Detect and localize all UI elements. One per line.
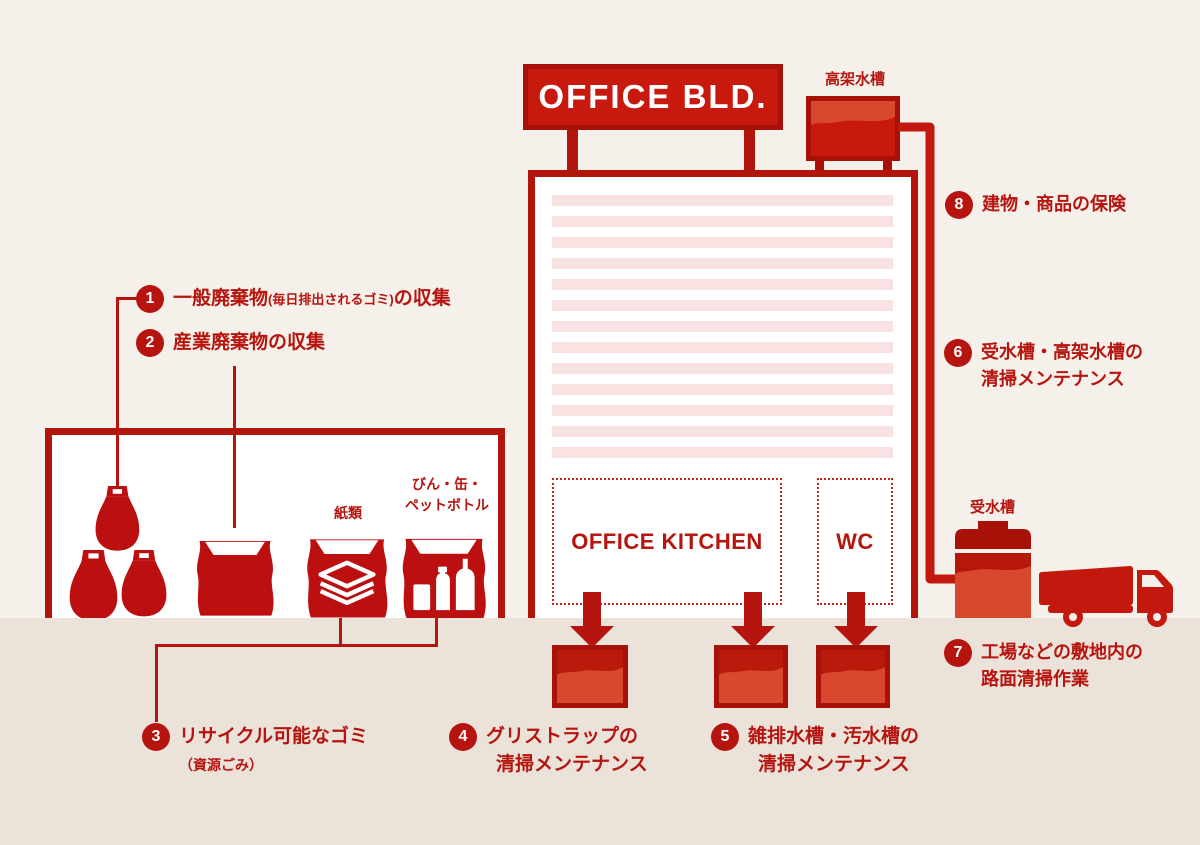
service-item-8: 8 建物・商品の保険 [945, 191, 1126, 219]
drain-tank-icon [714, 645, 788, 708]
service-item-6: 6 受水槽・高架水槽の 清掃メンテナンス [944, 339, 1143, 393]
item-4-badge: 4 [449, 723, 477, 751]
wc-room: WC [817, 478, 893, 605]
wc-label: WC [836, 528, 874, 554]
item-1-text: 一般廃棄物(毎日排出されるゴミ)の収集 [173, 288, 451, 309]
item-8-badge: 8 [945, 191, 973, 219]
building-sign: OFFICE BLD. [523, 64, 783, 130]
office-kitchen-room: OFFICE KITCHEN [552, 478, 782, 605]
service-item-3: 3 リサイクル可能なゴミ （資源ごみ） [142, 723, 368, 779]
service-item-2: 2 産業廃棄物の収集 [136, 329, 325, 357]
item-2-text: 産業廃棄物の収集 [173, 332, 326, 353]
grease-trap-tank-icon [552, 645, 628, 708]
sign-post-left [567, 129, 578, 170]
connector-item1 [116, 297, 140, 300]
connector-bottles-stub [435, 618, 438, 647]
item-6-badge: 6 [944, 339, 972, 367]
building-window-stripes [552, 195, 893, 459]
connector-paper-stub [339, 618, 342, 647]
item-8-text: 建物・商品の保険 [982, 194, 1126, 214]
item-4-text: グリストラップの 清掃メンテナンス [486, 726, 648, 775]
elevated-tank-label: 高架水槽 [824, 71, 885, 88]
water-pipe [898, 122, 957, 584]
down-arrow-icon [570, 592, 614, 648]
bottles-sack-label: びん・缶・ ペットボトル [405, 476, 489, 513]
item-2-badge: 2 [136, 329, 164, 357]
connector-item2-vertical [233, 366, 236, 528]
receiving-water-tank-icon [955, 521, 1031, 618]
garbage-bags-icon [69, 486, 167, 618]
item-5-text: 雑排水槽・汚水槽の 清掃メンテナンス [748, 726, 920, 775]
building-sign-label: OFFICE BLD. [538, 78, 768, 115]
down-arrow-icon [834, 592, 878, 648]
item-7-badge: 7 [944, 639, 972, 667]
paper-sack-icon [307, 539, 388, 618]
item-3-badge: 3 [142, 723, 170, 751]
sign-post-right [744, 129, 755, 170]
item-7-text: 工場などの敷地内の 路面清掃作業 [981, 642, 1143, 689]
receiving-tank-label: 受水槽 [969, 499, 1015, 516]
bottles-sack-icon [402, 538, 486, 618]
service-item-5: 5 雑排水槽・汚水槽の 清掃メンテナンス [711, 723, 919, 779]
service-item-4: 4 グリストラップの 清掃メンテナンス [449, 723, 648, 779]
paper-sack-label: 紙類 [334, 505, 362, 521]
waste-sack-icon [197, 540, 274, 616]
connector-item3-vertical [155, 644, 158, 722]
item-5-badge: 5 [711, 723, 739, 751]
connector-item3-horizontal [155, 644, 438, 647]
sewage-tank-icon [816, 645, 890, 708]
down-arrow-icon [731, 592, 775, 648]
service-item-7: 7 工場などの敷地内の 路面清掃作業 [944, 639, 1143, 693]
item-3-text: リサイクル可能なゴミ （資源ごみ） [179, 726, 369, 773]
elevated-water-tank-icon [806, 96, 900, 170]
truck-icon [1039, 566, 1173, 627]
connector-item1-vertical [116, 297, 119, 493]
down-arrows [570, 592, 878, 648]
service-item-1: 1 一般廃棄物(毎日排出されるゴミ)の収集 [136, 285, 451, 314]
kitchen-label: OFFICE KITCHEN [571, 528, 763, 554]
item-6-text: 受水槽・高架水槽の 清掃メンテナンス [981, 342, 1143, 389]
item-1-badge: 1 [136, 285, 164, 313]
